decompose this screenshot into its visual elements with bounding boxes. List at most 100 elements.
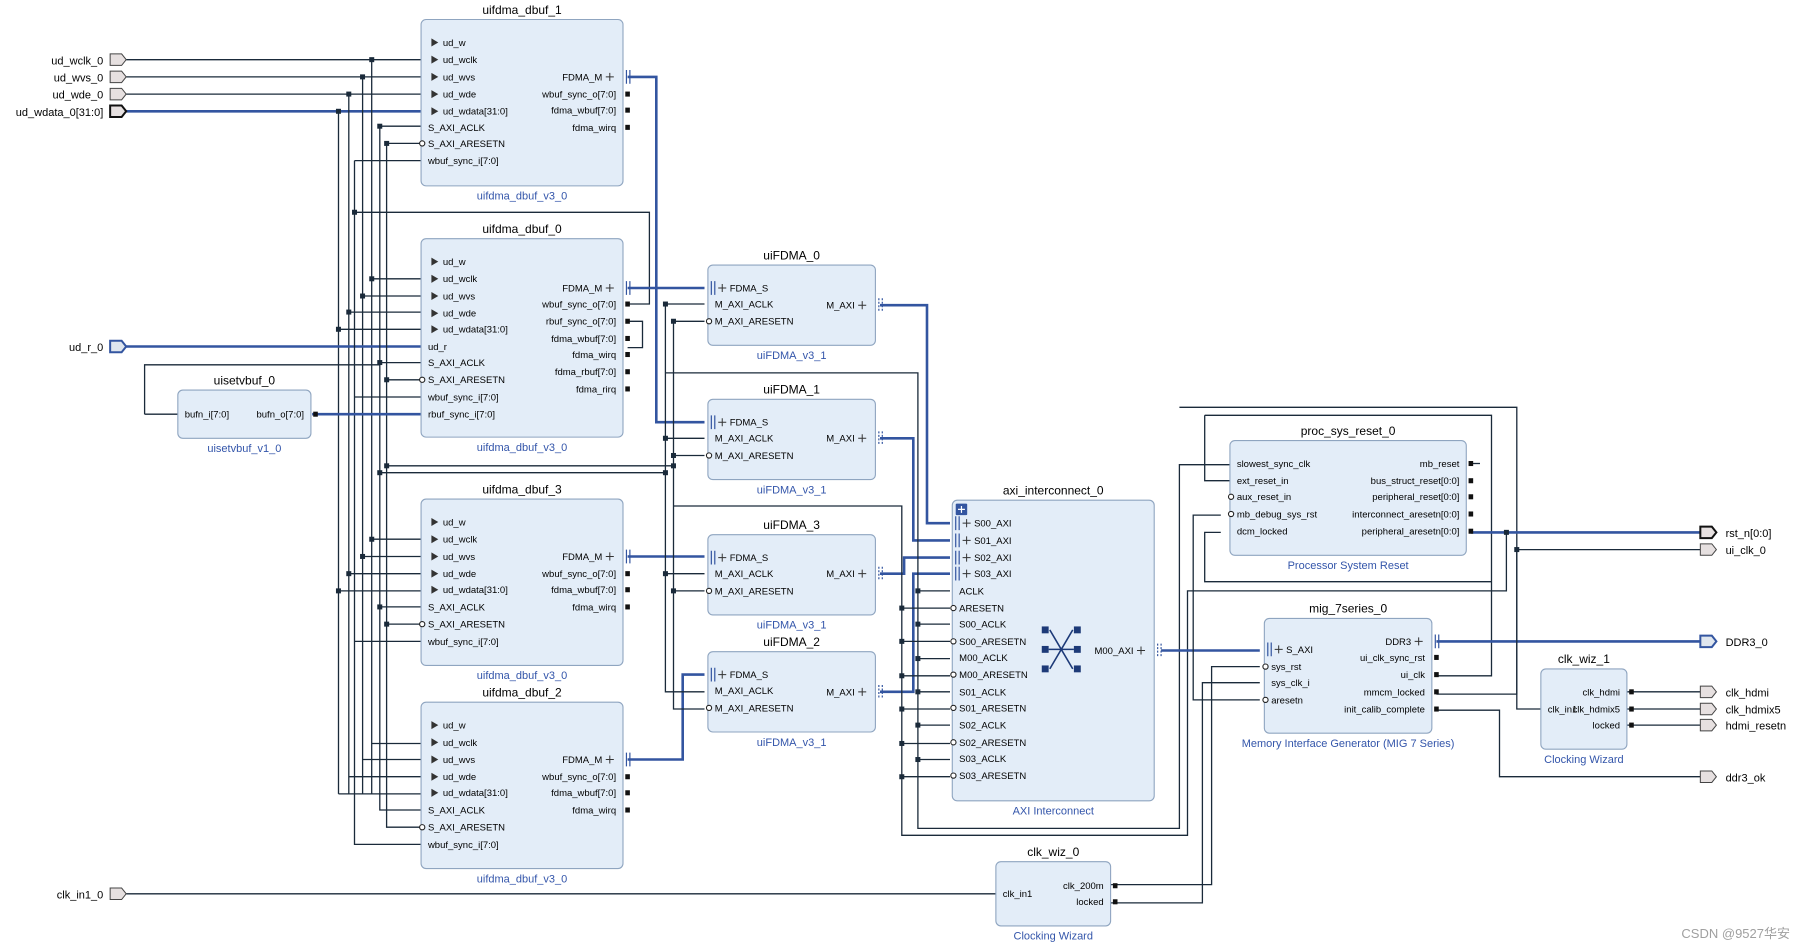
block-uifdma_dbuf_0[interactable]: uifdma_dbuf_0uifdma_dbuf_v3_0ud_wud_wclk…	[419, 222, 631, 454]
block-body[interactable]	[995, 861, 1112, 927]
port-shape[interactable]	[109, 70, 127, 84]
wire-junction	[377, 123, 383, 129]
active-low-icon	[419, 824, 426, 831]
arrow-icon	[431, 569, 439, 578]
wire-junction	[377, 360, 383, 366]
port-shape[interactable]	[1699, 770, 1718, 783]
block-body[interactable]	[420, 18, 624, 187]
pin-fdma_wirq: fdma_wirq	[572, 350, 616, 361]
pin-FDMA_S: FDMA_S	[730, 553, 769, 564]
block-body[interactable]	[420, 238, 624, 438]
pin-M_AXI_ARESETN: M_AXI_ARESETN	[715, 317, 794, 328]
port-ud_wde_0[interactable]: ud_wde_0	[52, 87, 127, 102]
port-label: hdmi_resetn	[1726, 721, 1787, 733]
block-body[interactable]	[420, 701, 624, 870]
pin-M00_ARESETN: M00_ARESETN	[959, 670, 1028, 681]
port-clk_in1_0[interactable]: clk_in1_0	[57, 887, 127, 901]
port-shape[interactable]	[109, 339, 128, 354]
port-ud_wclk_0[interactable]: ud_wclk_0	[51, 53, 127, 67]
arrow-icon	[431, 90, 439, 99]
port-shape[interactable]	[109, 887, 127, 900]
block-uisetvbuf_0[interactable]: uisetvbuf_0uisetvbuf_v1_0bufn_i[7:0]bufn…	[177, 373, 318, 455]
block-body[interactable]	[1540, 668, 1628, 750]
port-clk_hdmix5[interactable]: clk_hdmix5	[1699, 702, 1781, 717]
block-title: uifdma_dbuf_3	[482, 482, 562, 496]
pin-stub	[1112, 883, 1118, 889]
wire-junction	[346, 91, 352, 97]
pin-fdma_wirq: fdma_wirq	[572, 123, 616, 134]
block-body[interactable]	[707, 398, 876, 481]
plus-icon	[962, 519, 971, 528]
pin-S00_ARESETN: S00_ARESETN	[959, 637, 1026, 648]
block-body[interactable]	[707, 534, 876, 616]
plus-icon	[962, 569, 971, 578]
port-DDR3_0[interactable]: DDR3_0	[1699, 634, 1768, 649]
block-ip-label: AXI Interconnect	[1013, 806, 1094, 818]
net-wire	[1204, 415, 1230, 482]
block-body[interactable]	[1263, 617, 1433, 734]
active-low-icon	[950, 638, 957, 645]
block-body[interactable]	[707, 264, 876, 346]
port-ud_wdata_0[31:0][interactable]: ud_wdata_0[31:0]	[16, 104, 128, 119]
port-ud_r_0[interactable]: ud_r_0	[69, 339, 128, 354]
pin-peripheral_reset[0:0]: peripheral_reset[0:0]	[1372, 492, 1459, 503]
pin-clk_hdmix5: clk_hdmix5	[1572, 704, 1620, 715]
plus-icon	[1137, 646, 1146, 655]
port-shape[interactable]	[1699, 543, 1718, 556]
pin-ud_wdata[31:0]: ud_wdata[31:0]	[443, 585, 508, 596]
port-hdmi_resetn[interactable]: hdmi_resetn	[1699, 718, 1787, 733]
block-uiFDMA_2[interactable]: uiFDMA_2uiFDMA_v3_1FDMA_SM_AXI_ACLKM_AXI…	[705, 635, 883, 749]
port-shape[interactable]	[1699, 685, 1718, 699]
wire-junction	[377, 470, 383, 476]
pin-S03_ACLK: S03_ACLK	[959, 754, 1007, 765]
block-uifdma_dbuf_3[interactable]: uifdma_dbuf_3uifdma_dbuf_v3_0ud_wud_wclk…	[419, 482, 631, 682]
port-shape[interactable]	[109, 87, 127, 101]
port-clk_hdmi[interactable]: clk_hdmi	[1699, 685, 1769, 699]
port-ui_clk_0[interactable]: ui_clk_0	[1699, 543, 1766, 557]
pin-wbuf_sync_o[7:0]: wbuf_sync_o[7:0]	[541, 772, 616, 783]
port-ddr3_ok[interactable]: ddr3_ok	[1699, 770, 1766, 784]
block-title: uifdma_dbuf_1	[482, 3, 562, 17]
arrow-icon	[431, 309, 439, 318]
bus-interface-icon	[955, 533, 960, 548]
block-uifdma_dbuf_2[interactable]: uifdma_dbuf_2uifdma_dbuf_v3_0ud_wud_wclk…	[419, 685, 631, 885]
net-wire	[880, 556, 950, 575]
pin-peripheral_aresetn[0:0]: peripheral_aresetn[0:0]	[1362, 527, 1460, 538]
block-uiFDMA_3[interactable]: uiFDMA_3uiFDMA_v3_1FDMA_SM_AXI_ACLKM_AXI…	[705, 518, 883, 632]
port-shape[interactable]	[1699, 702, 1718, 716]
net-wire	[1436, 709, 1701, 778]
pin-locked: locked	[1076, 897, 1103, 908]
block-body[interactable]	[707, 651, 876, 733]
block-uifdma_dbuf_1[interactable]: uifdma_dbuf_1uifdma_dbuf_v3_0ud_wud_wclk…	[419, 3, 631, 203]
pin-S00_AXI: S00_AXI	[974, 519, 1012, 530]
block-title: uisetvbuf_0	[214, 373, 276, 387]
block-body[interactable]	[420, 498, 624, 666]
port-ud_wvs_0[interactable]: ud_wvs_0	[54, 70, 127, 84]
port-shape[interactable]	[109, 104, 128, 119]
port-label: ddr3_ok	[1726, 772, 1766, 784]
pin-S_AXI_ARESETN: S_AXI_ARESETN	[428, 139, 505, 150]
wire-junction	[360, 293, 366, 299]
active-low-icon	[419, 140, 426, 147]
block-ip-label: uifdma_dbuf_v3_0	[477, 873, 568, 885]
block-uiFDMA_1[interactable]: uiFDMA_1uiFDMA_v3_1FDMA_SM_AXI_ACLKM_AXI…	[705, 383, 883, 497]
port-shape[interactable]	[1699, 634, 1718, 649]
port-rst_n[0:0][interactable]: rst_n[0:0]	[1699, 525, 1771, 540]
pin-S02_ARESETN: S02_ARESETN	[959, 738, 1026, 749]
block-uiFDMA_0[interactable]: uiFDMA_0uiFDMA_v3_1FDMA_SM_AXI_ACLKM_AXI…	[705, 248, 883, 362]
port-shape[interactable]	[109, 53, 127, 66]
wire-junction	[662, 571, 668, 577]
wire-junction	[360, 553, 366, 559]
active-low-icon	[950, 604, 957, 612]
block-body[interactable]	[177, 389, 312, 439]
port-label: ud_wde_0	[52, 90, 103, 102]
pin-stub	[1629, 722, 1634, 728]
port-shape[interactable]	[1699, 525, 1718, 540]
port-shape[interactable]	[1699, 718, 1718, 732]
bus-interface-icon	[625, 281, 631, 295]
